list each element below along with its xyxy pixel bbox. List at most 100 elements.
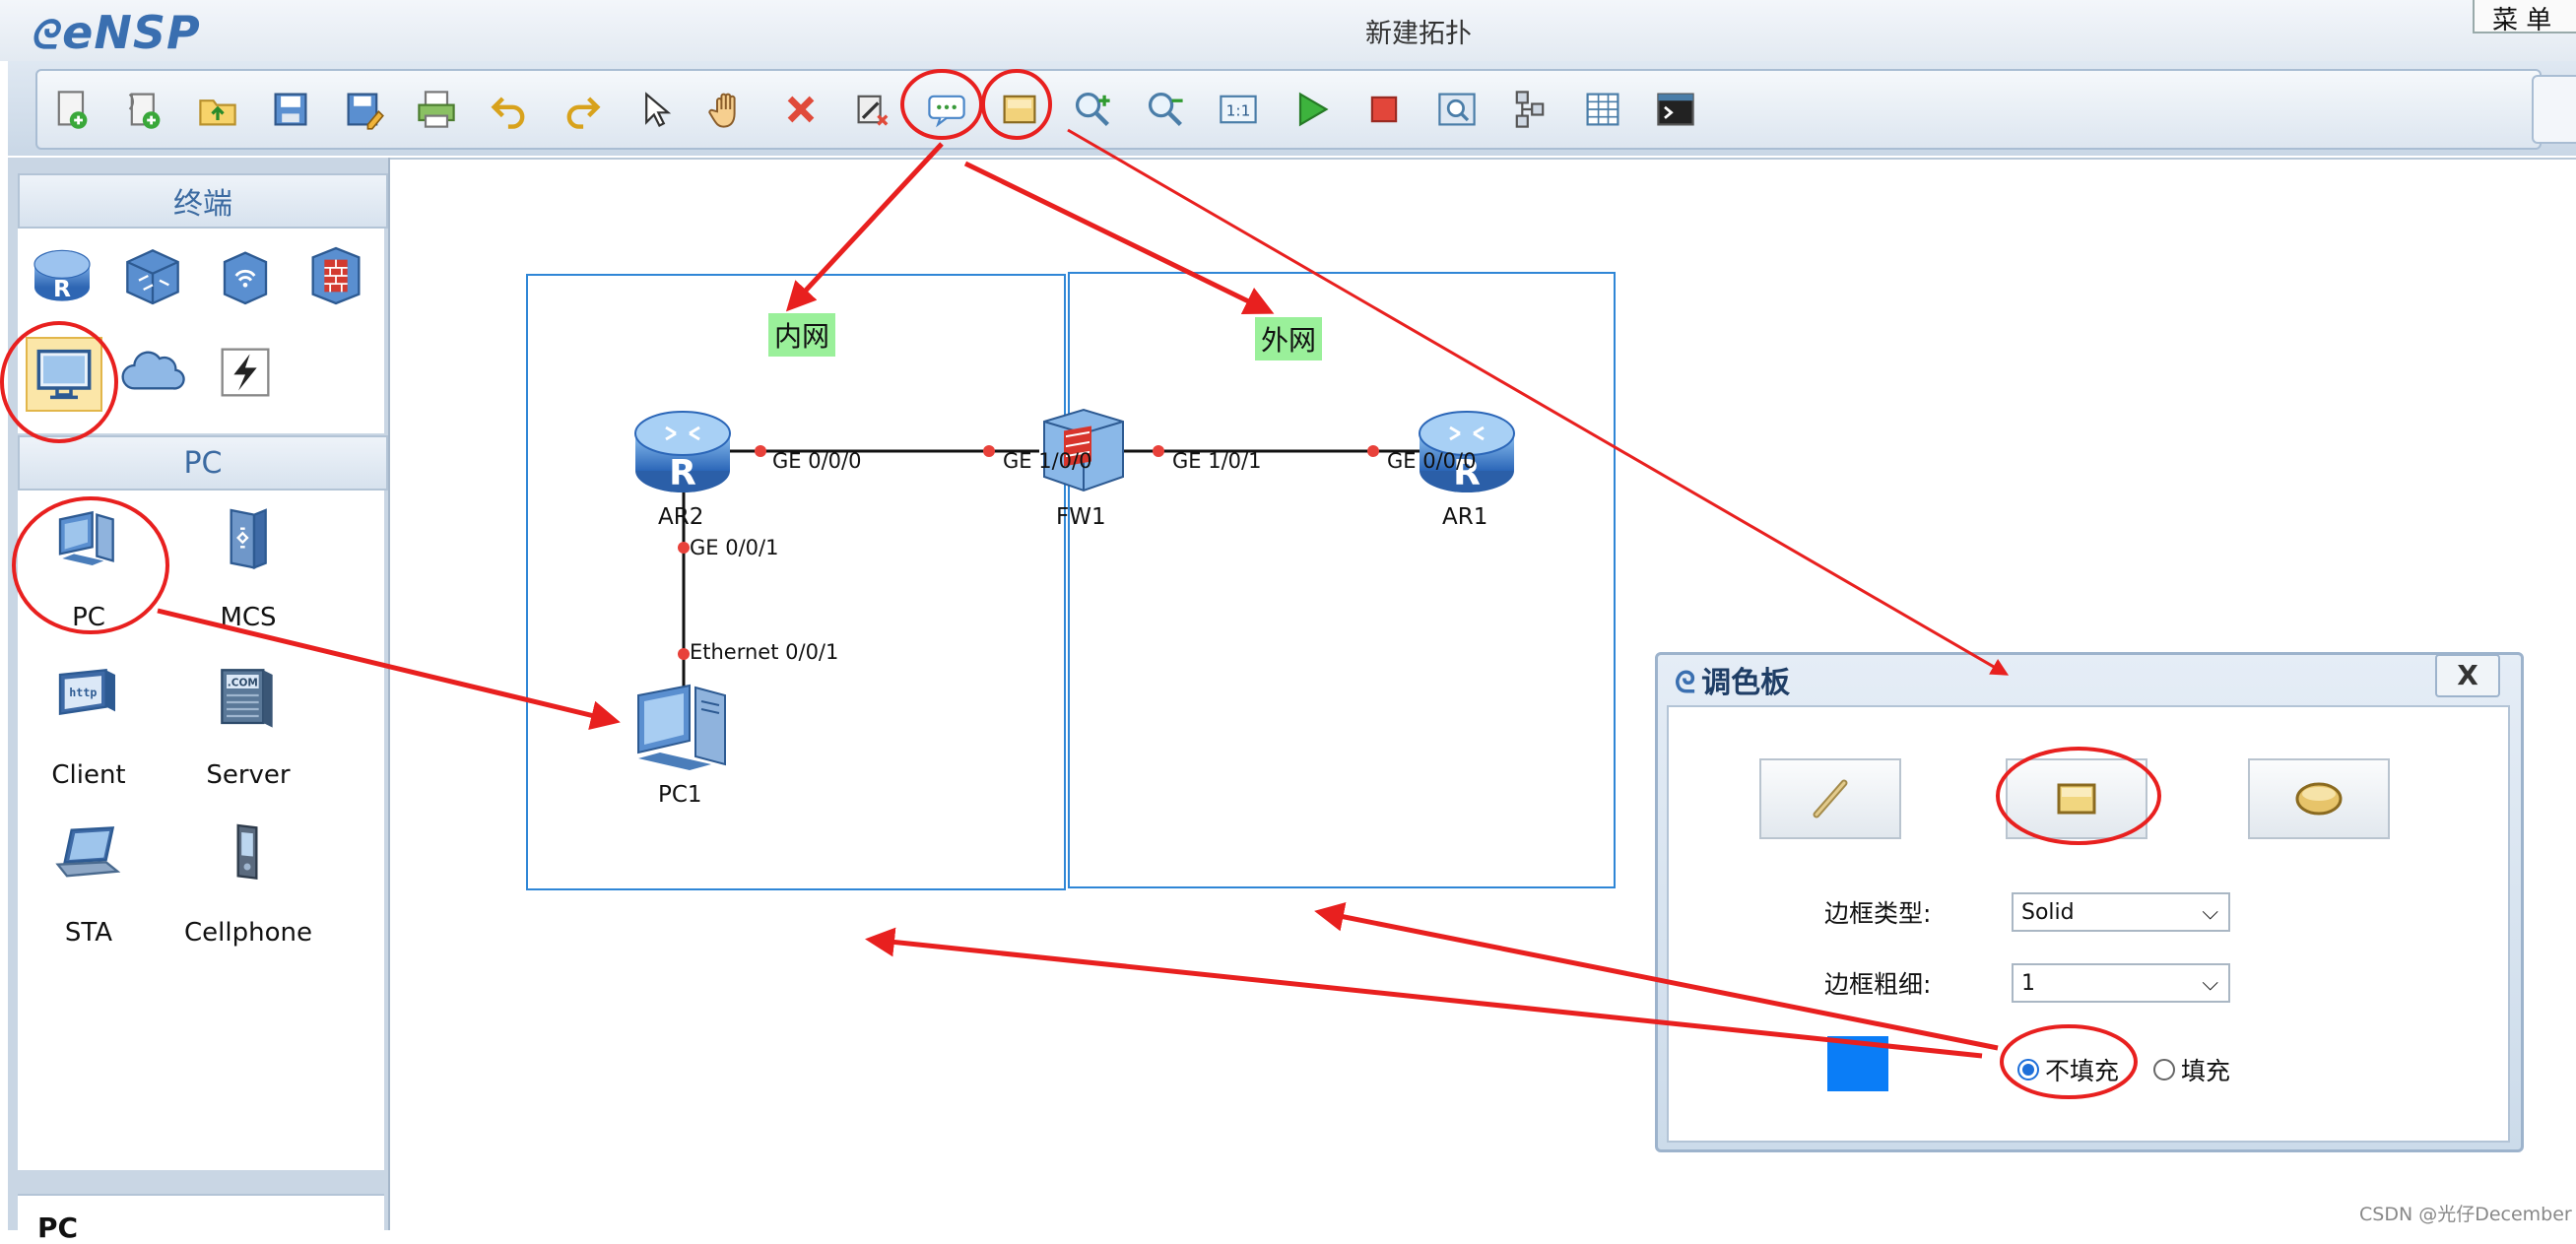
text-label-button[interactable] <box>924 87 969 132</box>
hand-button[interactable] <box>705 87 751 132</box>
terminal-button[interactable] <box>1653 87 1698 132</box>
fill-radio[interactable] <box>2153 1059 2175 1080</box>
server-device[interactable]: .COM <box>211 660 284 731</box>
svg-text:http: http <box>69 686 97 699</box>
zoom-out-icon <box>1148 92 1183 126</box>
palette-icon <box>1003 95 1036 124</box>
new-topology-button[interactable] <box>49 87 95 132</box>
palette-button[interactable] <box>997 87 1042 132</box>
stop-button[interactable] <box>1361 87 1407 132</box>
annotation-circle <box>0 321 118 443</box>
toolbar-overflow-button[interactable] <box>2532 75 2576 144</box>
fill-option[interactable]: 填充 <box>2153 1052 2230 1087</box>
router-icon: R <box>1419 411 1515 493</box>
annotation-circle <box>12 496 169 634</box>
cloud-category[interactable] <box>116 337 189 408</box>
pc-icon <box>637 684 726 770</box>
pc-device[interactable] <box>51 502 124 573</box>
main-menu-button[interactable]: 菜 单 <box>2473 0 2576 35</box>
terminal-icon <box>1657 93 1694 126</box>
undo-button[interactable] <box>487 87 532 132</box>
svg-text:R: R <box>53 275 71 302</box>
device-description-panel <box>18 1194 384 1232</box>
print-button[interactable] <box>414 87 459 132</box>
node-label-ar2: AR2 <box>658 504 704 530</box>
save-as-button[interactable] <box>341 87 386 132</box>
open-icon <box>199 99 236 126</box>
rectangle-shape-button[interactable] <box>2006 758 2147 839</box>
new-example-button[interactable] <box>122 87 167 132</box>
fit-button[interactable]: 1:1 <box>1216 87 1261 132</box>
router-category[interactable]: R <box>26 240 99 311</box>
border-type-select[interactable]: Solid⌵ <box>2012 892 2230 932</box>
line-shape-button[interactable] <box>1759 758 1901 839</box>
link-category[interactable] <box>209 337 282 408</box>
pc-icon <box>58 510 114 565</box>
start-button[interactable] <box>1288 87 1334 132</box>
zoom-in-icon <box>1075 92 1110 126</box>
pc-device-grid: PC MCS http Client .COM Server STA Cellp… <box>18 491 384 1170</box>
border-width-label: 边框粗细: <box>1824 970 1932 999</box>
inner-network-label[interactable]: 内网 <box>768 313 836 357</box>
hand-icon <box>708 93 736 128</box>
annotation-circle <box>900 69 983 140</box>
topology-icon <box>1515 91 1545 128</box>
terminal-category[interactable] <box>26 337 102 412</box>
grid-button[interactable] <box>1580 87 1625 132</box>
zoom-in-button[interactable] <box>1070 87 1115 132</box>
client-device[interactable]: http <box>51 660 124 731</box>
outer-network-area[interactable] <box>1068 272 1616 888</box>
border-width-select[interactable]: 1⌵ <box>2012 963 2230 1003</box>
zoom-out-button[interactable] <box>1143 87 1188 132</box>
delete-button[interactable] <box>778 87 824 132</box>
no-fill-option[interactable]: 不填充 <box>2017 1052 2119 1087</box>
delete-icon <box>787 96 815 123</box>
ellipse-shape-icon <box>2295 782 2343 816</box>
topology-button[interactable] <box>1507 87 1552 132</box>
switch-category[interactable] <box>116 240 189 311</box>
open-button[interactable] <box>195 87 240 132</box>
stop-icon <box>1370 96 1398 123</box>
svg-text:R: R <box>1453 453 1481 493</box>
inner-network-area[interactable] <box>526 274 1066 890</box>
annotation-arrow <box>865 927 1983 1059</box>
ensp-logo-icon: ᘓ <box>30 13 59 58</box>
outer-network-label[interactable]: 外网 <box>1255 317 1323 360</box>
firewall-fw1[interactable] <box>1038 406 1127 492</box>
start-icon <box>1298 92 1329 127</box>
port-dot <box>755 445 766 457</box>
app-logo: ᘓeNSP <box>30 6 201 59</box>
server-device-label: Server <box>206 760 291 790</box>
port-dot <box>983 445 995 457</box>
router-ar1[interactable]: R <box>1415 402 1519 496</box>
new-topology-icon <box>57 91 88 129</box>
link-icon <box>221 348 270 397</box>
firewall-icon <box>1043 408 1124 492</box>
delete-link-button[interactable] <box>851 87 896 132</box>
annotation-circle <box>1996 747 2161 845</box>
cellphone-icon <box>236 823 258 880</box>
no-fill-label: 不填充 <box>2045 1057 2120 1085</box>
wlan-category[interactable] <box>209 240 282 311</box>
select-button[interactable] <box>632 87 678 132</box>
no-fill-radio[interactable] <box>2017 1059 2039 1080</box>
device-subcategory-header: PC <box>18 435 388 491</box>
firewall-category[interactable] <box>299 240 372 311</box>
annotation-arrow <box>157 608 621 730</box>
ellipse-shape-button[interactable] <box>2248 758 2390 839</box>
router-icon: R <box>634 411 731 493</box>
port-label-ar1-ge000: GE 0/0/0 <box>1387 449 1477 473</box>
mcs-device[interactable] <box>211 502 284 573</box>
annotation-arrow <box>1314 902 1999 1051</box>
save-button[interactable] <box>268 87 313 132</box>
toolbar: 1:1 <box>35 69 2542 150</box>
sta-device[interactable] <box>51 818 124 888</box>
close-button[interactable]: X <box>2435 654 2500 697</box>
port-label-ar2-ge000: GE 0/0/0 <box>772 449 862 473</box>
cellphone-device[interactable] <box>211 818 284 888</box>
router-ar2[interactable]: R <box>630 402 735 496</box>
capture-button[interactable] <box>1434 87 1480 132</box>
redo-button[interactable] <box>560 87 605 132</box>
device-type-grid: R <box>18 229 384 433</box>
pc-pc1[interactable] <box>628 676 739 778</box>
